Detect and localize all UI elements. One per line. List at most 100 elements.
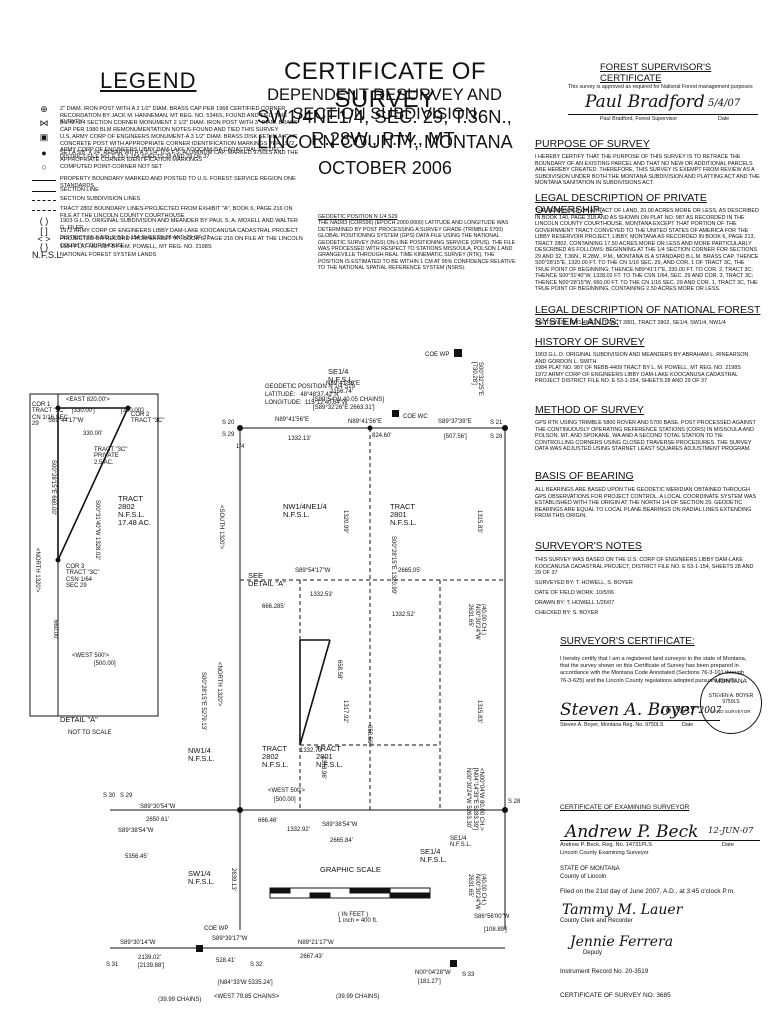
long-dash-line-icon <box>32 210 56 211</box>
field-date: DATE OF FIELD WORK: 10/5/06 <box>535 590 614 596</box>
plat-label-sw-nfsl: SW1/4 N.F.S.L. <box>188 869 215 886</box>
plat-label-b-n89-17: N89°21'17"W <box>298 940 334 946</box>
legend-item-text: TRACT 2802 BOUNDARY LINES-PROJECTED FROM… <box>60 206 293 219</box>
plat-label-b-2667: 2667.43' <box>300 954 323 960</box>
plat-label-b-1315-lower: 1315.83' <box>476 700 482 723</box>
plat-label-b-s00-32: S00°32'25"E [730.28'] <box>470 362 483 396</box>
plat-label-b-660: 660.00' <box>52 620 58 640</box>
open-circle-icon: ○ <box>41 162 47 172</box>
forest-supervisor-line <box>568 114 758 115</box>
plat-label-detail-a: DETAIL "A" <box>60 715 98 724</box>
examining-heading: CERTIFICATE OF EXAMINING SURVEYOR <box>560 804 690 811</box>
paren-icon: ( ) <box>39 216 49 226</box>
plat-label-b-s89-bot: S89°30'14"W <box>120 940 156 946</box>
legend-item-text: PROJECTED OR RECORD FROM EXHIBIT "A", BO… <box>60 236 303 249</box>
plat-label-b-north-1320: <NORTH 1320'> <box>34 548 40 593</box>
examining-date-label: Date <box>722 842 734 848</box>
seal-name: STEVEN A. BOYER <box>708 693 754 699</box>
purpose-text: I HEREBY CERTIFY THAT THE PURPOSE OF THI… <box>535 154 760 186</box>
plat-label-b-1332-53: 1332.53' <box>310 592 333 598</box>
angle-bracket-icon: < > <box>37 234 51 244</box>
coe-wp-top-marker <box>454 349 462 357</box>
title-county: LINCOLN COUNTY, MONTANA <box>257 132 513 152</box>
plat-label-b-2139: 2139.02' <box>138 955 161 961</box>
seal-number: 9750LS <box>722 699 740 705</box>
legend-item-text: PROPERTY BOUNDARY MARKED AND POSTED TO U… <box>60 176 296 189</box>
plat-label-b-west-chains: <WEST 79.85 CHAINS> <box>214 994 280 1000</box>
plat-label-b-33000: 330.00' <box>83 431 103 437</box>
corner-monument-nw <box>237 425 243 431</box>
plat-label-b-2639: 2639.13' <box>230 868 236 891</box>
quarter-corner-monument <box>367 425 373 431</box>
examining-title: Lincoln County Examining Surveyor <box>560 850 649 856</box>
plat-label-nw-ne: NW1/4NE1/4 N.F.S.L. <box>283 502 327 519</box>
private-ownership-heading: LEGAL DESCRIPTION OF PRIVATE OWNERSHIP: <box>535 192 707 216</box>
forest-supervisor-text: This survey is approved as required for … <box>568 84 753 90</box>
surveyor-signature: Steven A. Boyer <box>560 700 699 720</box>
corner-monument-se <box>502 807 508 813</box>
plat-label-b-658b: 658.56' <box>366 725 372 745</box>
legend-item-text: NATIONAL FOREST SYSTEM LANDS <box>60 252 157 258</box>
geodetic-text: THE NAD83 (CORS96) (EPOCH 2000.0000) LAT… <box>318 220 516 272</box>
plat-label-b-s28b: S 28 <box>508 799 521 805</box>
plat-label-b-top2: [S89°32'26"E 2663.31'] <box>313 405 375 411</box>
notes-heading: SURVEYOR'S NOTES <box>535 540 642 552</box>
plat-label-b-s89-441: S89°44'17"W <box>48 418 84 424</box>
plat-label-b-cor2: COR 2 TRACT "3C" <box>131 412 165 425</box>
checked-by: CHECKED BY: S. BOYER <box>535 610 599 616</box>
coe-wp-bottom-marker <box>196 945 203 952</box>
plat-label-tract2801-top: TRACT 2801 N.F.S.L. <box>390 502 417 527</box>
plat-label-b-3999b: (39.99 CHAINS) <box>336 994 380 1000</box>
usace-monument-icon: ▣ <box>39 132 49 142</box>
brass-cap-icon: ⊕ <box>40 104 48 114</box>
legend-item-text: SECTION LINE <box>60 187 99 193</box>
plat-label-b-528: 528.41' <box>216 958 236 964</box>
purpose-heading: PURPOSE OF SURVEY <box>535 138 650 150</box>
plat-label-b-5356: 5356.45' <box>125 854 148 860</box>
plat-label-b-2665-84: 2665.84' <box>330 838 353 844</box>
plat-label-b-n84: [N84°33'W 5335.24'] <box>218 980 273 986</box>
plat-label-b-n89-3: N89°41'56"E <box>326 381 361 387</box>
surveyor-cert-heading: SURVEYOR'S CERTIFICATE: <box>560 636 695 647</box>
geodetic-heading: GEODETIC POSITION N 1/4 S29 <box>318 214 398 220</box>
examining-signature: Andrew P. Beck <box>565 822 699 842</box>
surveyor-sig-line <box>560 720 720 721</box>
plat-label-b-s00-28-left: S00°28'15"E 660.00' <box>50 460 56 515</box>
plat-label-b-n00-30: (40.00 CH.) N00°30'24"W 2631.65' <box>467 604 486 640</box>
deputy-signature: Jennie Ferrera <box>570 934 674 950</box>
plat-label-b-n00-04: N00°04'28"W <box>415 970 451 976</box>
forest-supervisor-name: Paul Bradford, Forest Supervisor <box>600 116 678 122</box>
plat-label-b-s89-47: S89°54'17"W <box>295 568 331 574</box>
clerk-label: County Clerk and Recorder <box>560 918 633 924</box>
plat-label-b-n89-2d: 824.60' <box>372 433 392 439</box>
nfs-lands-heading: LEGAL DESCRIPTION OF NATIONAL FOREST SYS… <box>535 304 761 328</box>
plat-label-scale-text: ( IN FEET ) 1 inch = 400 ft. <box>338 912 378 925</box>
plat-label-see-detail: SEE DETAIL "A" <box>248 571 286 588</box>
drawn-by: DRAWN BY: T. HOWELL 1/26/07 <box>535 600 615 606</box>
plat-label-b-s28: S 28 <box>490 434 503 440</box>
history-text: 1903 G.L.O. ORIGINAL SUBDIVISION AND MEA… <box>535 352 749 384</box>
plat-label-b-s30: S 30 <box>103 793 116 799</box>
forest-supervisor-date: 5/4/07 <box>708 98 741 109</box>
plat-label-b-north-1320b: <NORTH 1320'> <box>216 662 222 707</box>
forest-supervisor-title: FOREST SUPERVISOR'S CERTIFICATE <box>600 62 712 84</box>
heavy-line-icon <box>32 180 56 181</box>
surveyor-name: Steven A. Boyer, Montana Reg. No. 9750LS <box>560 722 664 728</box>
plat-label-b-south-1320: <SOUTH 1320'> <box>218 505 224 550</box>
rebar-dot-icon: ● <box>41 148 47 158</box>
plat-label-b-s00-31-left: S00°31'40"W 1328.02' <box>94 500 100 560</box>
title-line-3: SW1/4NE1/4, SEC. 29, T.36N., R.28W., P.M… <box>257 106 512 149</box>
corner-monument-ne <box>502 425 508 431</box>
brace-icon: { } <box>39 242 49 252</box>
history-heading: HISTORY OF SURVEY <box>535 336 645 348</box>
title-line-2: DEPENDENT RESURVEY AND SECTION SUBDIVISI… <box>267 86 502 123</box>
line-icon <box>32 191 56 192</box>
detail-corner-2 <box>125 405 131 411</box>
plat-label-nw-nfsl: NW1/4 N.F.S.L. <box>188 746 215 763</box>
detail-a-frame <box>29 393 159 717</box>
examining-line <box>560 840 760 841</box>
plat-label-b-s29b: S 29 <box>120 793 133 799</box>
legend-title: LEGEND <box>100 68 197 93</box>
corner-monument-sw <box>237 807 243 813</box>
